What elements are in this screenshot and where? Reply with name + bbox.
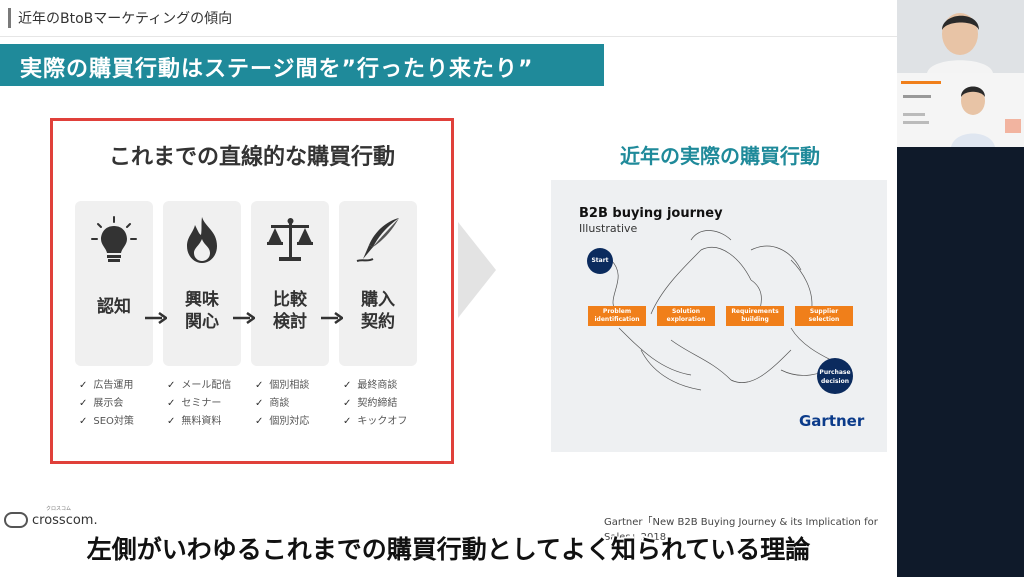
flame-icon — [187, 217, 217, 263]
gartner-logo: Gartner — [799, 412, 865, 430]
scales-icon — [267, 218, 313, 261]
arrow-right-icon — [145, 312, 167, 324]
title-banner: 実際の購買行動はステージ間を”行ったり来たり” — [0, 44, 604, 86]
stage-card-purchase: 購入 契約 — [339, 201, 417, 366]
list-item: ✓契約締結 — [343, 398, 398, 409]
stage-label: 購入 契約 — [361, 290, 395, 332]
list-item: ✓個別対応 — [255, 416, 310, 427]
transition-arrow-icon — [458, 222, 496, 318]
participant-avatar — [897, 73, 1024, 147]
slide-header: 近年のBtoBマーケティングの傾向 — [0, 0, 897, 37]
stage-tactics-list: ✓広告運用 ✓展示会 ✓SEO対策 — [79, 377, 159, 431]
journey-end-node: Purchase decision — [817, 358, 853, 394]
journey-stage: Solution exploration — [657, 306, 715, 326]
participant-video-tile[interactable] — [897, 0, 1024, 73]
stage-tactics-list: ✓個別相談 ✓商談 ✓個別対応 — [255, 377, 335, 431]
list-item: ✓メール配信 — [167, 380, 232, 391]
stage-label: 認知 — [97, 297, 131, 317]
arrow-right-icon — [233, 312, 255, 324]
actual-journey-heading: 近年の実際の購買行動 — [620, 144, 820, 168]
journey-start-node: Start — [587, 248, 613, 274]
quill-pen-icon — [356, 218, 399, 262]
crosscom-logo: クロスコム crosscom. — [4, 506, 104, 532]
participant-avatar — [897, 0, 1024, 73]
arrow-right-icon — [321, 312, 343, 324]
stage-card-comparison: 比較 検討 — [251, 201, 329, 366]
stage-label: 興味 関心 — [185, 290, 219, 332]
list-item: ✓セミナー — [167, 398, 222, 409]
logo-kana: クロスコム — [46, 506, 72, 512]
list-item: ✓SEO対策 — [79, 416, 134, 427]
list-item: ✓キックオフ — [343, 416, 408, 427]
diagram-subtitle: Illustrative — [579, 222, 638, 235]
linear-journey-heading: これまでの直線的な購買行動 — [108, 145, 395, 170]
lightbulb-icon — [91, 216, 137, 262]
list-item: ✓無料資料 — [167, 416, 222, 427]
stage-card-awareness: 認知 — [75, 201, 153, 366]
banner-title: 実際の購買行動はステージ間を”行ったり来たり” — [20, 57, 534, 82]
stage-tactics-list: ✓最終商談 ✓契約締結 ✓キックオフ — [343, 377, 423, 431]
participant-video-tile[interactable] — [897, 73, 1024, 147]
journey-stage: Supplier selection — [795, 306, 853, 326]
list-item: ✓商談 — [255, 398, 290, 409]
logo-mark-icon — [4, 512, 28, 528]
journey-stage: Problem identification — [588, 306, 646, 326]
list-item: ✓個別相談 — [255, 380, 310, 391]
journey-connectors — [610, 230, 837, 391]
logo-name: crosscom. — [32, 513, 98, 528]
section-title: 近年のBtoBマーケティングの傾向 — [18, 11, 233, 27]
video-panel-background — [897, 147, 1024, 577]
linear-journey-panel: これまでの直線的な購買行動 認知 興味 関心 — [50, 118, 454, 464]
list-item: ✓広告運用 — [79, 380, 134, 391]
stage-tactics-list: ✓メール配信 ✓セミナー ✓無料資料 — [167, 377, 247, 431]
stage-card-interest: 興味 関心 — [163, 201, 241, 366]
list-item: ✓展示会 — [79, 398, 124, 409]
caption-subtitle: 左側がいわゆるこれまでの購買行動としてよく知られている理論 — [86, 535, 811, 564]
b2b-buying-journey-diagram: B2B buying journey Illustrative Start Pr… — [551, 180, 887, 452]
presentation-slide: 近年のBtoBマーケティングの傾向 実際の購買行動はステージ間を”行ったり来たり… — [0, 0, 897, 577]
stage-label: 比較 検討 — [273, 290, 307, 332]
diagram-title: B2B buying journey — [579, 206, 723, 221]
source-citation: Gartner「New B2B Buying Journey & its Imp… — [604, 517, 878, 543]
header-accent-bar — [8, 8, 11, 28]
journey-stage: Requirements building — [726, 306, 784, 326]
list-item: ✓最終商談 — [343, 380, 398, 391]
